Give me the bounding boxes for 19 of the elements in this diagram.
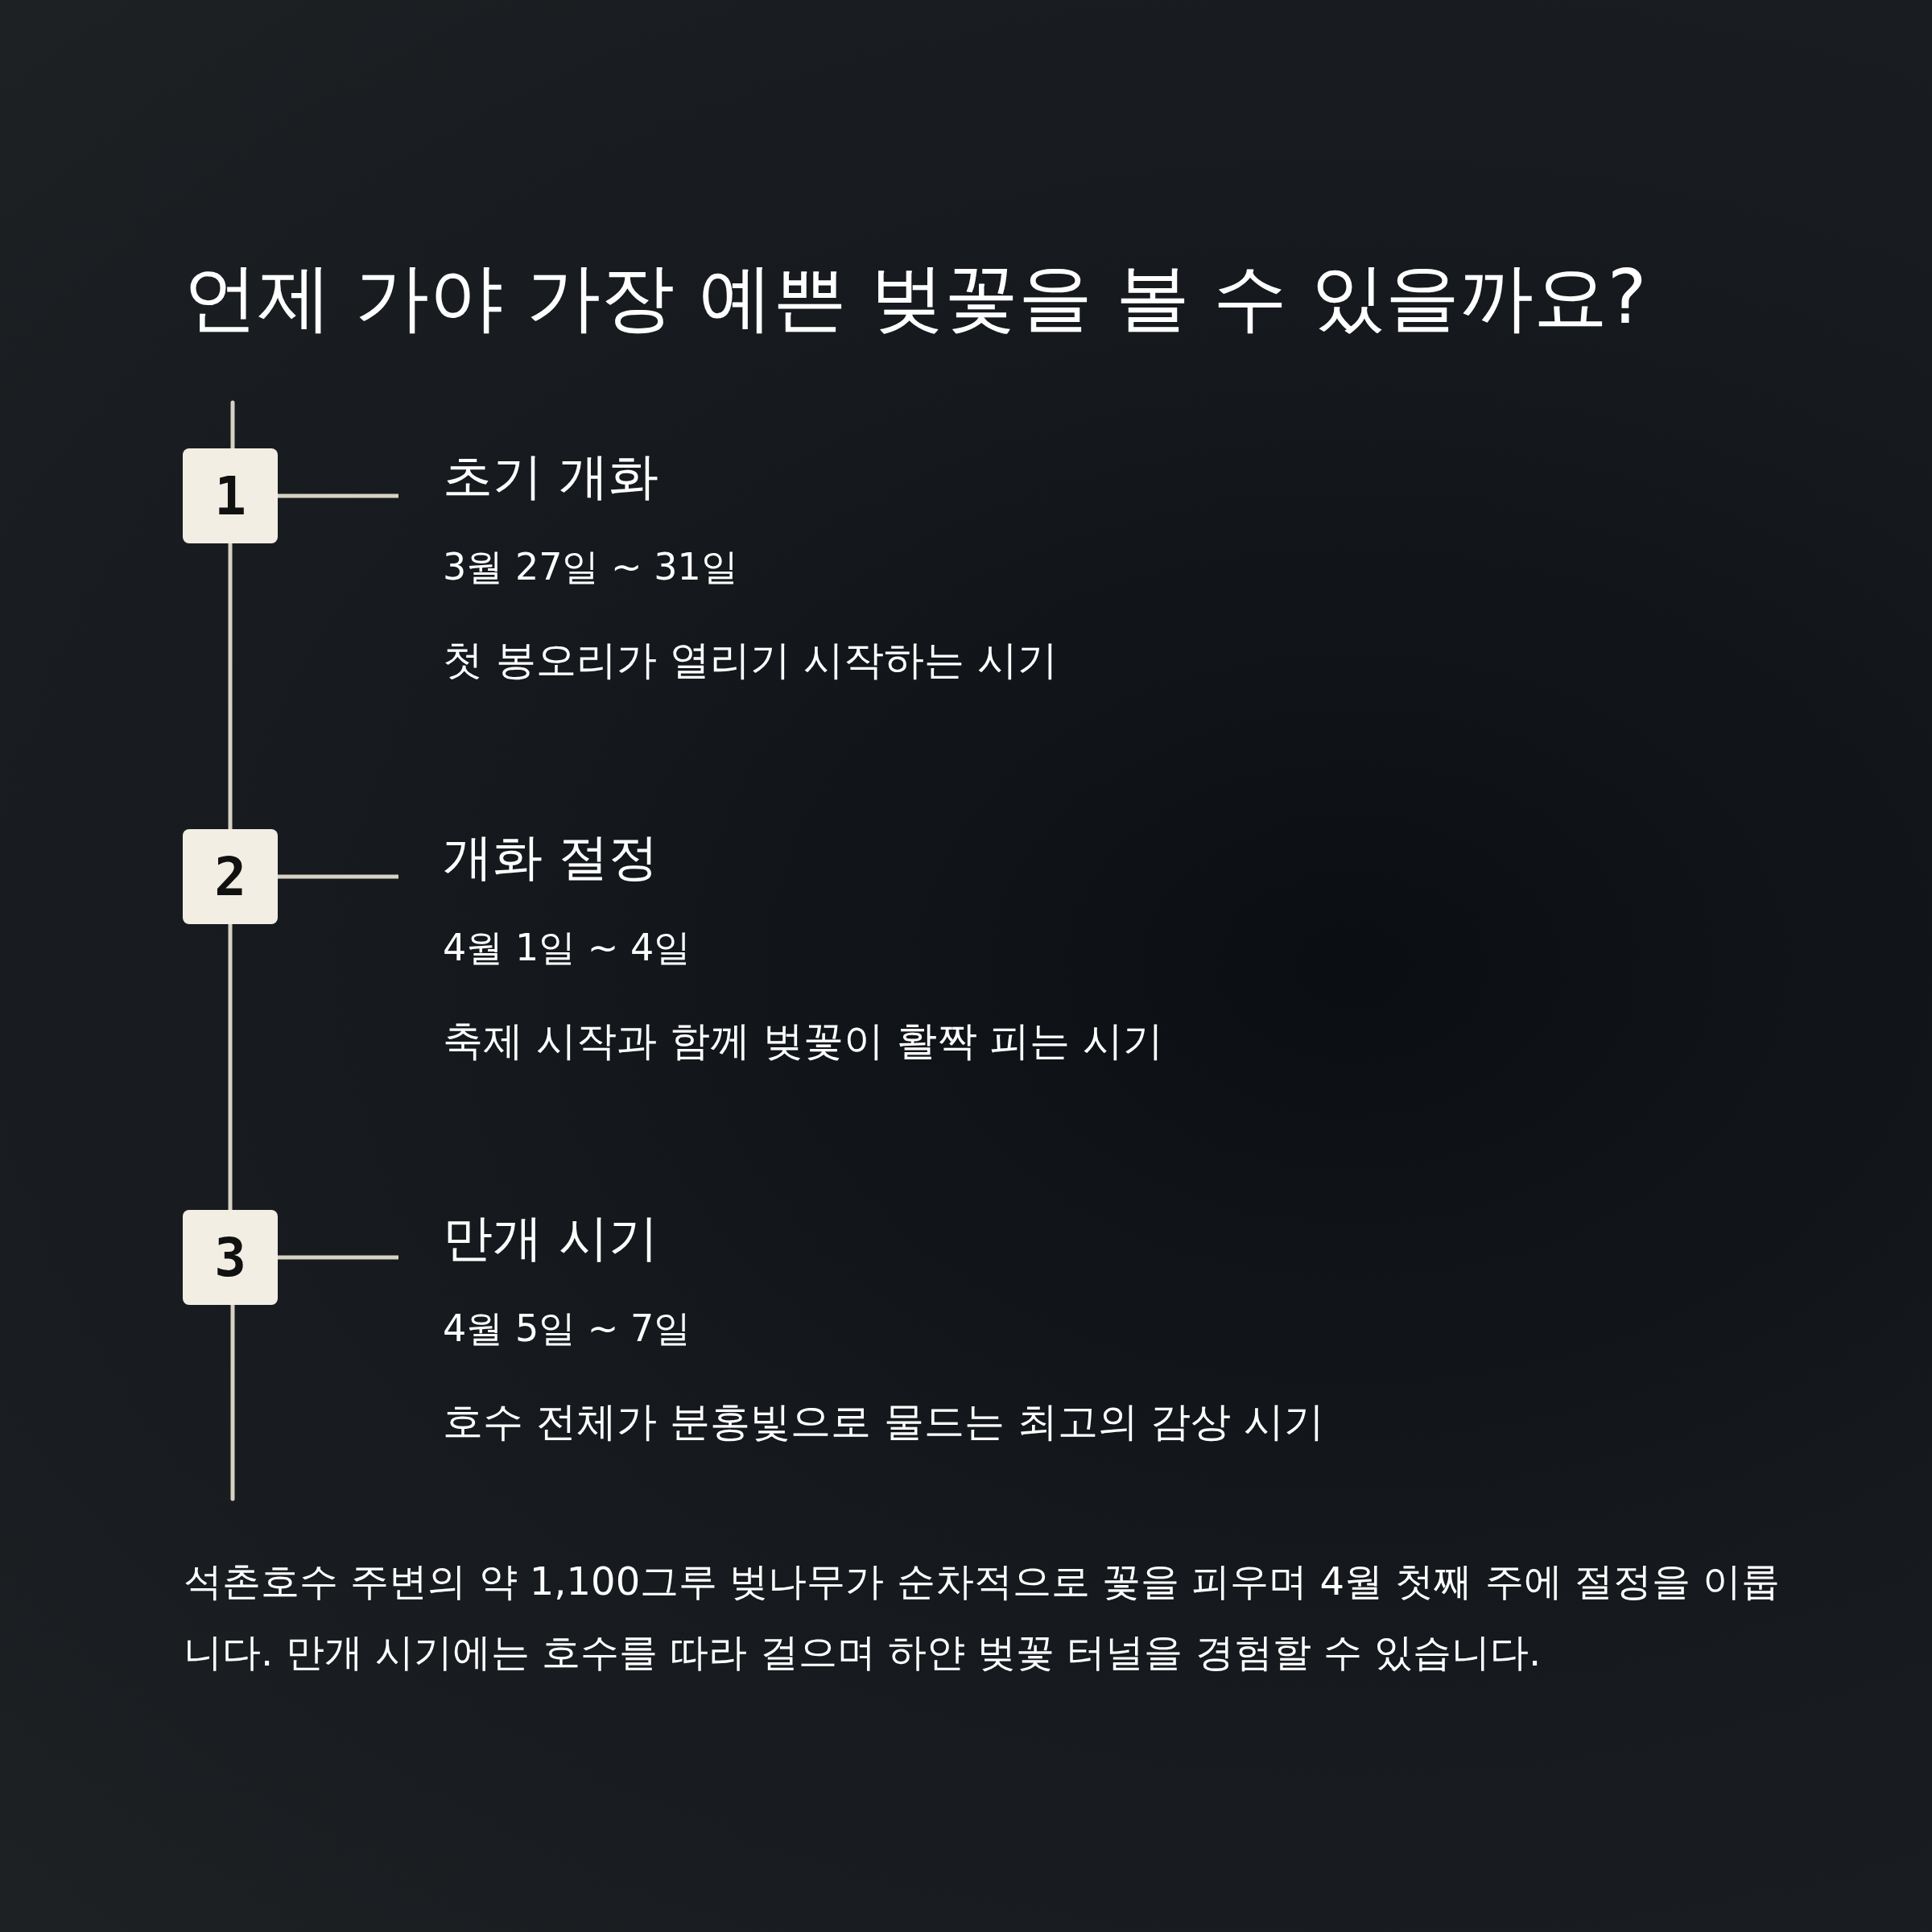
connector-line	[278, 493, 398, 498]
stage-description: 첫 봉오리가 열리기 시작하는 시기	[443, 636, 1058, 684]
connector-line	[278, 1255, 398, 1260]
stage-description: 호수 전체가 분홍빛으로 물드는 최고의 감상 시기	[443, 1397, 1325, 1446]
stage-description: 축제 시작과 함께 벚꽃이 활짝 피는 시기	[443, 1017, 1164, 1065]
title: 언제 가야 가장 예쁜 벚꽃을 볼 수 있을까요?	[184, 254, 1647, 342]
date-range: 3월 27일 ~ 31일	[443, 545, 738, 590]
step-number: 2	[183, 829, 278, 924]
connector-line	[278, 874, 398, 879]
date-range: 4월 1일 ~ 4일	[443, 926, 691, 971]
timeline-line	[228, 924, 233, 1210]
date-range: 4월 5일 ~ 7일	[443, 1307, 691, 1352]
step-number: 3	[183, 1210, 278, 1305]
stage-heading: 초기 개화	[443, 447, 658, 507]
caption: 석촌호수 주변의 약 1,100그루 벚나무가 순차적으로 꽃을 피우며 4월 첫째 주에 절정을 이룹니다. 만개 시기에는 호수를 따라 걸으며 하얀 벚꽃 터널을 경험할 수 있습니다.	[184, 1558, 1781, 1676]
stage-heading: 개화 절정	[443, 828, 658, 888]
step-number: 1	[183, 448, 278, 543]
stage-heading: 만개 시기	[443, 1208, 658, 1269]
timeline-line	[228, 543, 233, 829]
